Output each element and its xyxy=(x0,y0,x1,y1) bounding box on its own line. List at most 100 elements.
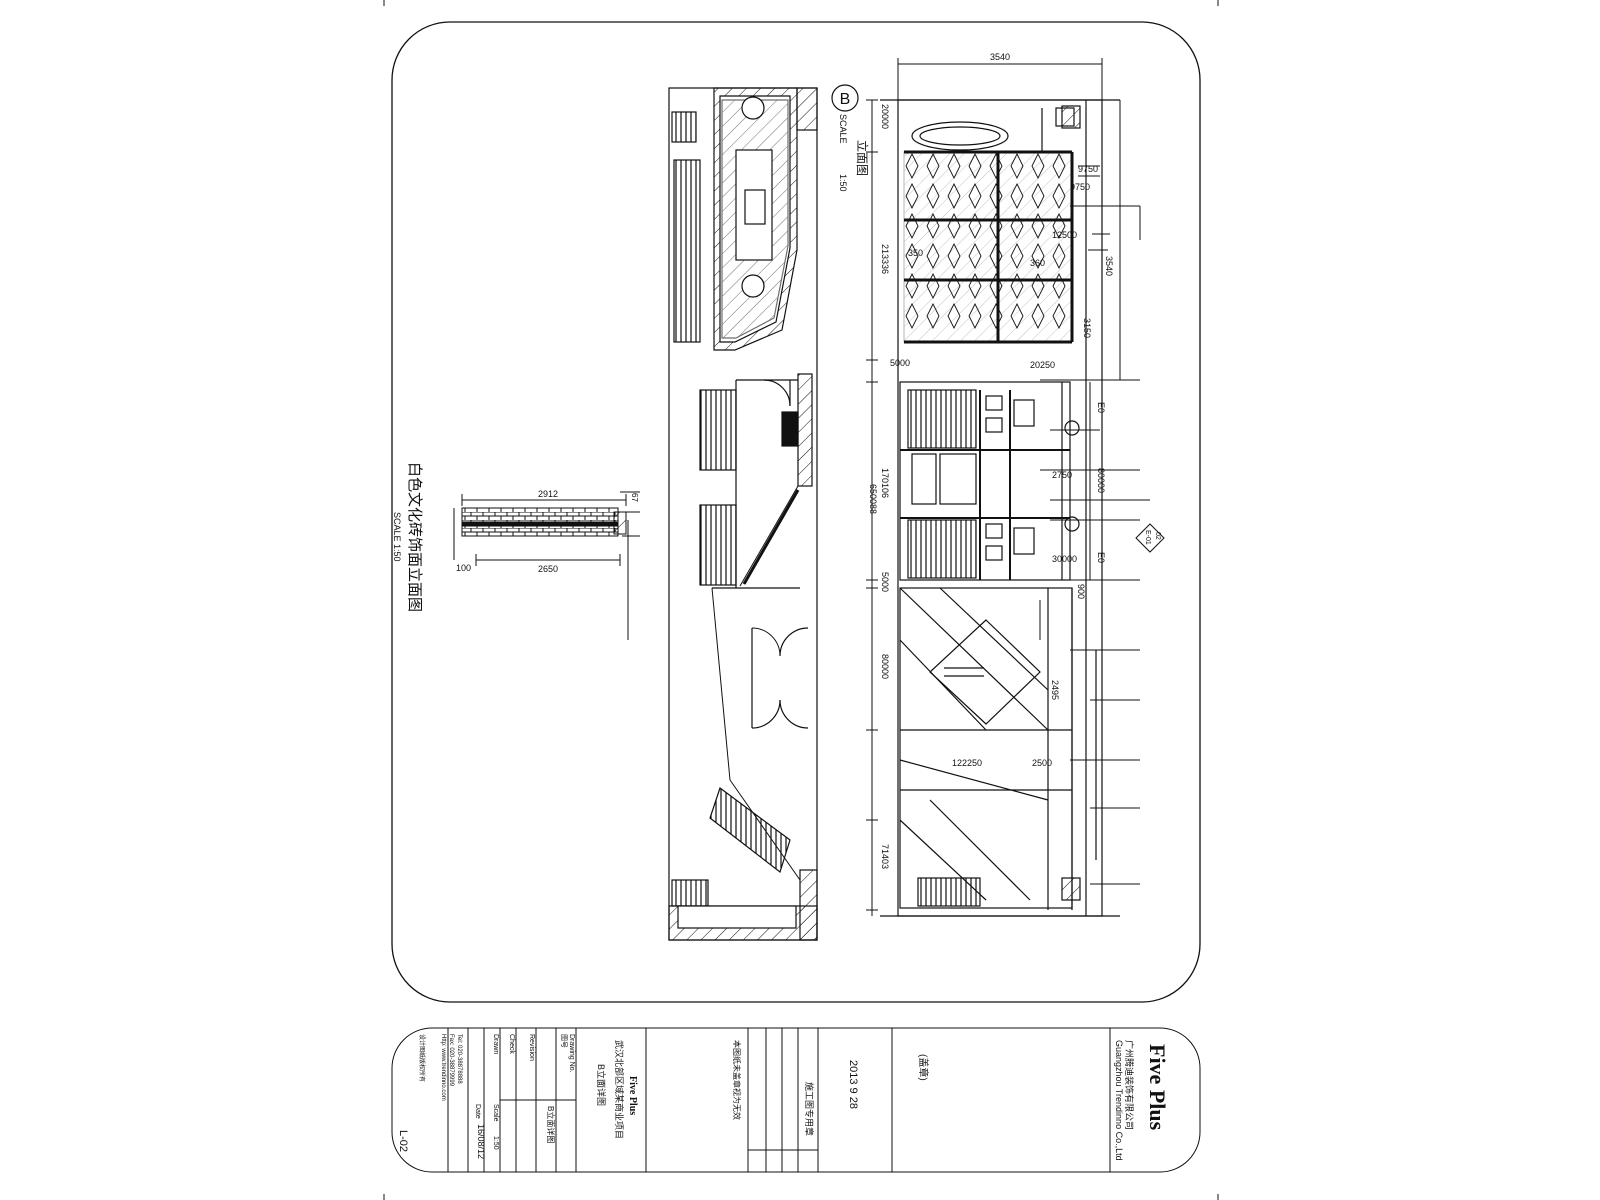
dim-left-5000-b: 5000 xyxy=(880,572,890,592)
lattice-diamond xyxy=(1052,212,1066,240)
elevation-b-scale-label: SCALE xyxy=(838,114,848,144)
drawing-frame xyxy=(391,21,1201,1003)
lattice-diamond xyxy=(947,152,961,180)
stamp-label: (盖章) xyxy=(917,1054,930,1081)
lattice-diamond xyxy=(1052,302,1066,330)
dim-e0-a: E0 xyxy=(1096,402,1106,413)
dim-left-lower: 80000 xyxy=(880,654,890,679)
drawn-label: Drawn xyxy=(492,1034,499,1054)
lattice-diamond xyxy=(947,272,961,300)
lattice-diamond xyxy=(1010,152,1024,180)
brand-logo: Five Plus xyxy=(1145,1044,1170,1131)
dim-12500: 12500 xyxy=(1052,230,1077,240)
date-value: 16/08/12 xyxy=(476,1124,486,1159)
revision-label: Revision xyxy=(528,1034,535,1061)
lattice-diamond xyxy=(947,302,961,330)
lattice-diamond xyxy=(1052,152,1066,180)
wall-dim-top: 2912 xyxy=(538,489,558,499)
lattice-diamond xyxy=(926,272,940,300)
floor-plan xyxy=(668,87,818,941)
dim-20250: 20250 xyxy=(1030,360,1055,370)
dim-9750-a: 9750 xyxy=(1078,164,1098,174)
culture-wall-scale: SCALE 1:50 xyxy=(392,512,402,562)
culture-wall-elevation xyxy=(453,491,640,640)
lattice-diamond xyxy=(926,152,940,180)
lattice-diamond xyxy=(947,242,961,270)
approval-label: 施工图专用章 xyxy=(804,1082,815,1136)
dim-left-upper: 213336 xyxy=(880,244,890,274)
dim-e0-b: E0 xyxy=(1096,552,1106,563)
dim-2750: 2750 xyxy=(1052,470,1072,480)
lattice-diamond xyxy=(968,182,982,210)
dim-3150: 3150 xyxy=(1082,318,1092,338)
sheet-title-small: B立面详图 xyxy=(546,1106,556,1143)
lattice-diamond xyxy=(926,242,940,270)
sheet-corner-marks xyxy=(383,0,1219,1200)
lattice-diamond xyxy=(926,182,940,210)
elevation-b-title: 立面图 xyxy=(855,140,870,176)
lattice-diamond xyxy=(1010,302,1024,330)
lattice-diamond xyxy=(989,182,1003,210)
lattice-diamond xyxy=(905,212,919,240)
lattice-diamond xyxy=(905,182,919,210)
elevation-b-scale: 1:50 xyxy=(838,174,848,192)
date-stamp: 2013 9 28 xyxy=(847,1060,859,1109)
lattice-diamond xyxy=(947,182,961,210)
sheet-number: L-02 xyxy=(397,1130,409,1152)
wall-dim-offset: 100 xyxy=(456,563,471,573)
dim-right-total: 3540 xyxy=(1104,256,1114,276)
lattice-diamond xyxy=(968,242,982,270)
drawing-name: B立面详图 xyxy=(596,1064,607,1106)
tel-line-1: Tel: 020-38878888 xyxy=(456,1034,462,1084)
drawing-no-label: Drawing No. xyxy=(568,1034,575,1073)
lattice-diamond xyxy=(926,302,940,330)
dim-360: 360 xyxy=(1030,258,1045,268)
lattice-diamond xyxy=(1052,182,1066,210)
lattice-diamond xyxy=(905,272,919,300)
culture-wall-title: 白色文化砖饰面立面图 xyxy=(406,462,423,612)
lattice-diamond xyxy=(1031,302,1045,330)
dimension-labels: 3540 3540 20000 213336 5000 170106 65008… xyxy=(868,52,1161,869)
lattice-diamond xyxy=(1031,272,1045,300)
lattice-diamond xyxy=(989,212,1003,240)
dim-900: 900 xyxy=(1076,584,1086,599)
dim-30000: 30000 xyxy=(1052,554,1077,564)
tel-line-3: Http: www.trendinno.com xyxy=(440,1034,446,1101)
dim-left-mid: 170106 xyxy=(880,468,890,498)
lattice-diamond xyxy=(926,212,940,240)
lattice-diamond xyxy=(1010,272,1024,300)
lattice-diamond xyxy=(1010,212,1024,240)
lattice-diamond xyxy=(1052,242,1066,270)
title-block xyxy=(391,1027,1201,1173)
lattice-diamond xyxy=(968,272,982,300)
dim-122250: 122250 xyxy=(952,758,982,768)
scale-label: Scale xyxy=(492,1104,499,1122)
elevation-b-letter: B xyxy=(840,91,851,108)
lattice-diamond xyxy=(989,272,1003,300)
lattice-diamond xyxy=(1031,152,1045,180)
lattice-diamond xyxy=(1031,212,1045,240)
culture-wall-labels: 2912 2650 100 67 白色文化砖饰面立面图 SCALE 1:50 xyxy=(392,462,639,612)
lattice-diamond xyxy=(905,152,919,180)
lattice-diamond xyxy=(989,302,1003,330)
wall-dim-side: 67 xyxy=(630,493,639,502)
elevation-drawing xyxy=(880,99,1120,917)
tel-line-2: Fax: 020-38879999 xyxy=(448,1034,454,1087)
dim-80000: 80000 xyxy=(1096,468,1106,493)
lattice-diamond xyxy=(968,212,982,240)
date-label: Date xyxy=(474,1104,481,1119)
elevation-dimension-lines xyxy=(866,58,1165,916)
dim-9750-b: 9750 xyxy=(1070,182,1090,192)
lattice-diamond xyxy=(947,212,961,240)
drawing-no-label-cn: 图号 xyxy=(560,1034,568,1048)
lattice-diamond xyxy=(989,242,1003,270)
lattice-diamond xyxy=(968,152,982,180)
lattice-diamond xyxy=(905,302,919,330)
lattice-diamond xyxy=(905,242,919,270)
dim-left-top-small: 20000 xyxy=(880,104,890,129)
dim-350: 350 xyxy=(908,248,923,258)
title-block-text: Five Plus 广州腾迪装饰有限公司 Guangzhou Trendinno… xyxy=(397,1034,1170,1161)
lattice-diamond xyxy=(1031,182,1045,210)
dim-2495: 2495 xyxy=(1050,680,1060,700)
